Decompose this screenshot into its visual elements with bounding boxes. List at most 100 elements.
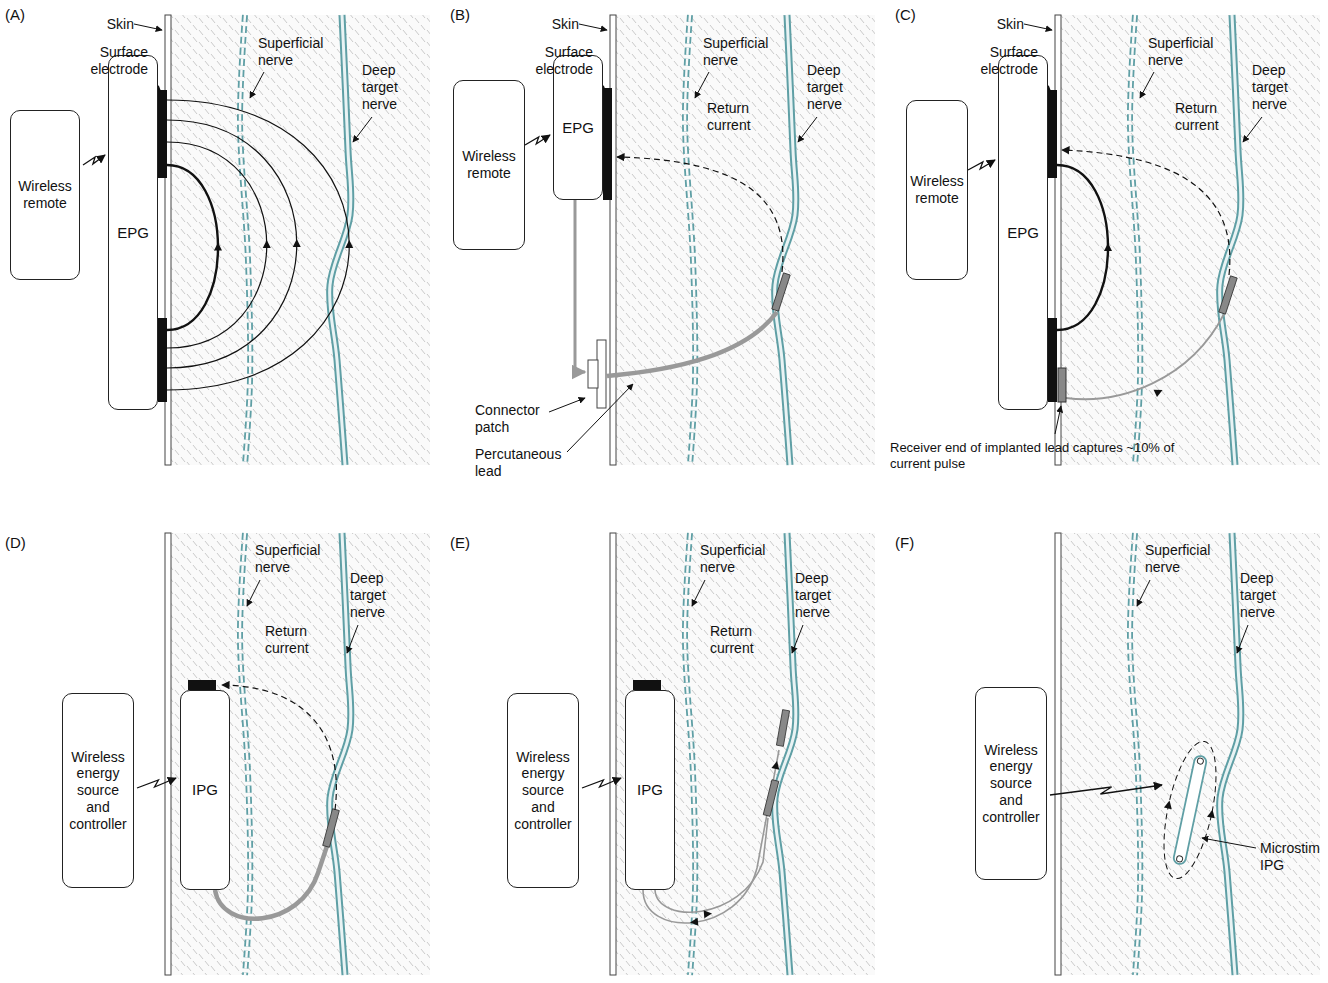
nerve-label: Superficial nerve xyxy=(1148,35,1228,69)
panel-art xyxy=(83,15,430,465)
box-text: IPG xyxy=(192,781,218,799)
tissue xyxy=(616,15,875,465)
part-label: Skin xyxy=(92,16,134,33)
remote-box: Wireless remote xyxy=(453,80,525,250)
return-current xyxy=(617,157,783,272)
current-label: Return current xyxy=(1175,100,1245,134)
superficial-nerve-core xyxy=(1130,15,1140,465)
implanted-lead xyxy=(1066,314,1224,399)
current-arrow xyxy=(1207,809,1216,818)
wireless-symbol xyxy=(968,160,995,170)
microstim-body xyxy=(1173,755,1208,865)
field-line xyxy=(167,120,297,368)
leader-line xyxy=(247,580,260,606)
remote-box: Wireless remote xyxy=(906,100,968,280)
superficial-nerve xyxy=(1130,533,1140,975)
leader-line xyxy=(1024,24,1052,30)
leader-line xyxy=(1140,72,1154,98)
leader-line xyxy=(347,625,358,653)
nerve-label: Deep target nerve xyxy=(1240,570,1295,620)
deep-nerve-core xyxy=(330,15,351,465)
deep-nerve xyxy=(330,533,351,975)
leader-line xyxy=(798,117,817,142)
current-arrow xyxy=(1154,386,1165,397)
skin-layer xyxy=(610,533,616,975)
panel-letter: (A) xyxy=(5,6,45,24)
energy-source-box: Wireless energy source and controller xyxy=(62,693,134,888)
leader-line xyxy=(250,72,264,98)
return-current xyxy=(1062,150,1230,275)
surface-electrode xyxy=(158,90,167,178)
ipg-box: IPG xyxy=(180,690,230,890)
panel-art xyxy=(968,15,1320,465)
field-line xyxy=(167,165,218,330)
current-label: Return current xyxy=(265,623,335,657)
tissue-hatch xyxy=(616,15,875,465)
leader-line xyxy=(134,24,162,30)
epg-box: EPG xyxy=(108,55,158,410)
current-arrow xyxy=(1164,800,1173,809)
superficial-nerve xyxy=(685,15,695,465)
panel-art xyxy=(1050,533,1320,975)
lead-electrode xyxy=(1219,276,1237,314)
lead-electrode xyxy=(776,710,789,747)
microstimulator xyxy=(1150,736,1230,884)
current-arrow xyxy=(771,760,780,769)
box-text: Wireless remote xyxy=(457,148,521,182)
skin-layer xyxy=(165,533,171,975)
return-current xyxy=(222,685,336,810)
box-text: Wireless energy source and controller xyxy=(511,749,575,833)
remote-box: Wireless remote xyxy=(10,110,80,280)
box-text: EPG xyxy=(117,224,149,242)
panel-letter: (B) xyxy=(450,6,490,24)
deep-nerve xyxy=(1220,15,1241,465)
nerve-label: Superficial nerve xyxy=(258,35,338,69)
leader-line xyxy=(1243,117,1262,142)
deep-nerve xyxy=(330,15,351,465)
nerve-label: Deep target nerve xyxy=(362,62,417,112)
leader-line xyxy=(1202,838,1256,848)
box-text: Wireless energy source and controller xyxy=(979,742,1043,826)
skin-layer xyxy=(610,15,616,465)
connector-wire xyxy=(575,200,585,372)
leader-line xyxy=(692,580,705,606)
leader-line xyxy=(567,384,633,452)
nerve-label: Deep target nerve xyxy=(350,570,405,620)
leader-line xyxy=(695,72,709,98)
part-label: Skin xyxy=(982,16,1024,33)
surface-electrode xyxy=(1048,318,1057,402)
lead-electrode xyxy=(763,780,779,817)
ipg-box: IPG xyxy=(625,690,675,890)
field-line xyxy=(167,100,349,390)
current-arrow xyxy=(1104,243,1112,251)
superficial-nerve xyxy=(685,533,695,975)
nerve-label: Superficial nerve xyxy=(700,542,780,576)
box-text: EPG xyxy=(562,119,594,137)
nerve-label: Deep target nerve xyxy=(1252,62,1307,112)
leader-line xyxy=(1055,406,1061,434)
part-label: Surface electrode xyxy=(76,44,148,78)
connector xyxy=(588,360,598,388)
tissue xyxy=(616,533,875,975)
tissue-hatch xyxy=(616,533,875,975)
field-line xyxy=(167,142,267,348)
current-arrow xyxy=(704,910,713,919)
epg-box: EPG xyxy=(998,55,1048,410)
current-loop xyxy=(1154,737,1226,883)
nerve-label: Deep target nerve xyxy=(795,570,850,620)
superficial-nerve xyxy=(240,533,250,975)
panel-letter: (D) xyxy=(5,534,45,552)
microstim-electrode xyxy=(1197,758,1204,765)
deep-nerve xyxy=(775,15,796,465)
superficial-nerve-core xyxy=(1130,533,1140,975)
leader-line xyxy=(792,625,803,653)
percutaneous-lead xyxy=(607,312,777,376)
tissue xyxy=(1061,533,1320,975)
superficial-nerve xyxy=(1130,15,1140,465)
skin-layer xyxy=(1055,533,1061,975)
lead-electrode xyxy=(772,273,790,311)
panel-art xyxy=(525,15,875,465)
leader-line xyxy=(579,24,607,30)
box-text: Wireless remote xyxy=(14,178,76,212)
tissue xyxy=(171,533,430,975)
